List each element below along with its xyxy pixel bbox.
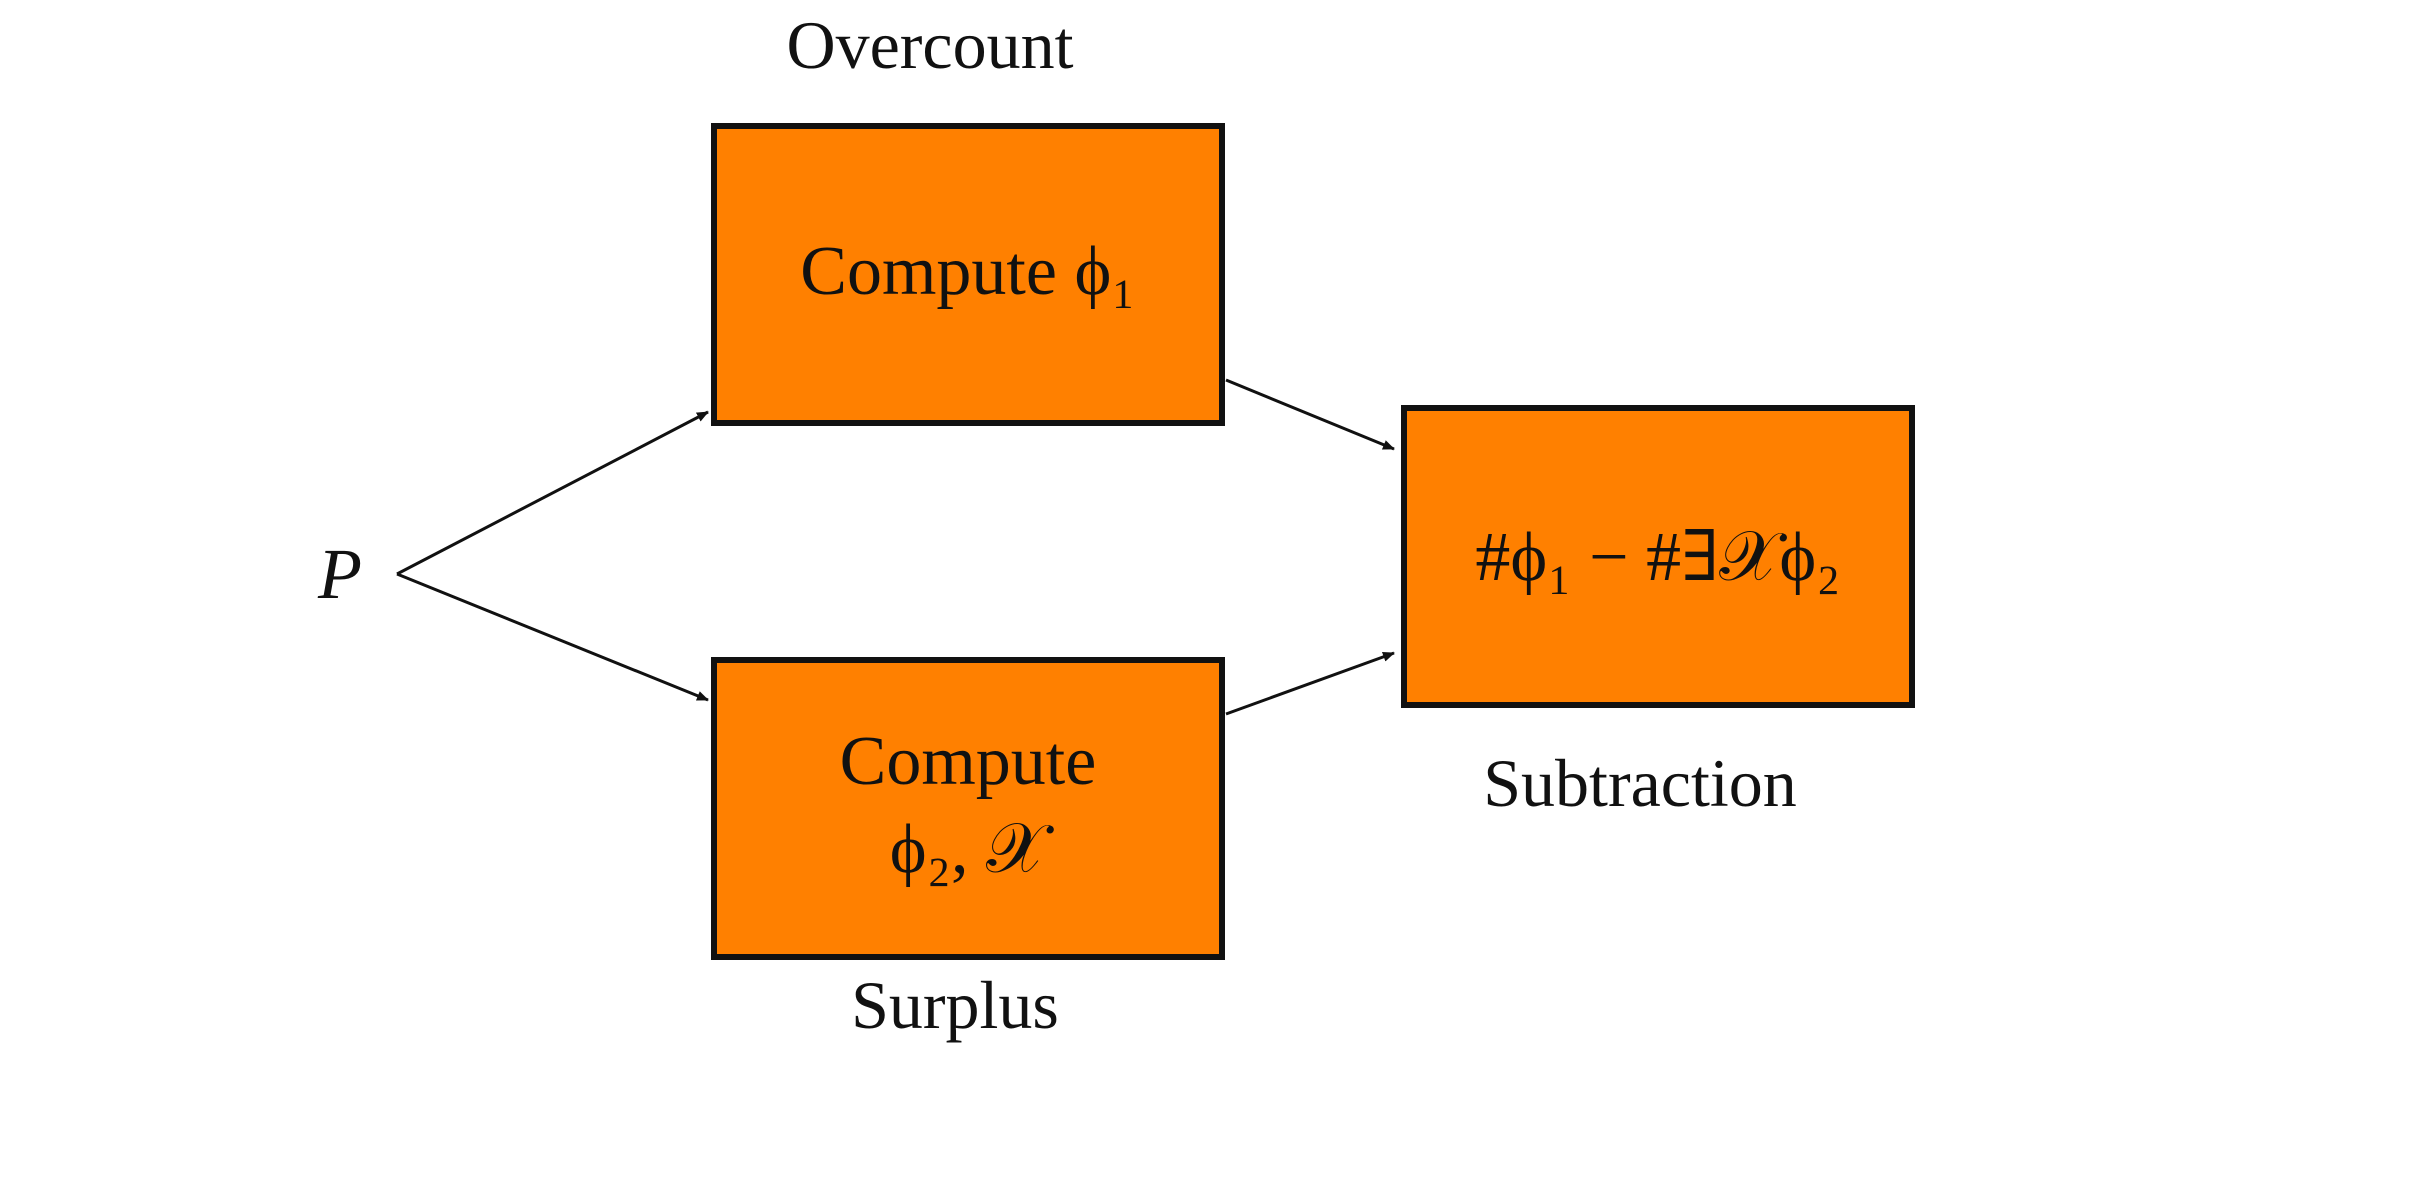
surplus-box [711,657,1225,960]
surplus-box-text-line-2: ϕ₂, 𝒳 [890,811,1054,888]
surplus-caption: Surplus [851,967,1059,1043]
subtraction-box-text: #ϕ₁ − #∃𝒳ϕ₂ [1475,519,1840,596]
surplus-box-text-line-1: Compute [840,723,1097,800]
overcount-box-text: Compute ϕ₁ [800,233,1135,310]
edge-surplus-to-subtraction [1225,651,1395,716]
overcount-caption: Overcount [786,7,1073,83]
edge-overcount-to-subtraction [1225,378,1395,451]
subtraction-caption: Subtraction [1483,745,1797,821]
edge-p-to-overcount [396,410,709,576]
overcount-box [711,123,1225,426]
subtraction-box [1401,405,1915,708]
edge-p-to-surplus [396,572,709,702]
input-node-p: P [317,534,362,614]
